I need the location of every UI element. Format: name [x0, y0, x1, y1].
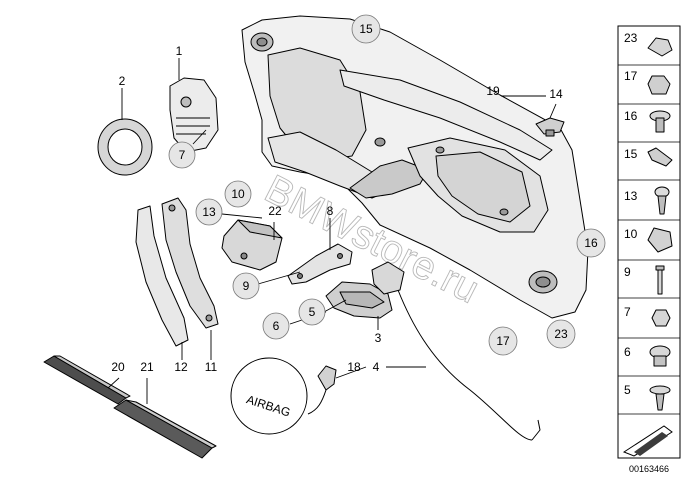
circled-callout-10: 10 — [224, 180, 252, 208]
rubber-pad-icon — [647, 37, 673, 57]
direction-arrow-icon — [622, 425, 673, 457]
screw-13-icon — [654, 186, 670, 215]
diagram-id: 00163466 — [629, 464, 669, 474]
door-trim-panel — [241, 15, 589, 319]
screw-5-icon — [649, 385, 671, 411]
callout-7: 7 — [179, 148, 186, 162]
callout-1: 1 — [176, 44, 183, 58]
circled-callout-17: 17 — [488, 326, 518, 356]
sill-strip-20 — [43, 355, 131, 405]
speaker-ring — [97, 118, 153, 176]
callout-11: 11 — [205, 360, 218, 374]
callout-3: 3 — [375, 331, 382, 345]
side-item-16-label: 16 — [624, 109, 638, 123]
spring-clip-icon — [647, 75, 671, 95]
side-item-17-label: 17 — [624, 69, 638, 83]
side-item-15-label: 15 — [624, 147, 638, 161]
speaker-grille — [169, 77, 219, 153]
side-item-10-label: 10 — [624, 227, 638, 241]
bolt-icon — [655, 265, 665, 295]
side-item-23-label: 23 — [624, 31, 638, 45]
callout-labels: 1 2 22 8 19 14 3 4 18 12 11 20 21 — [111, 44, 563, 374]
clamp-icon — [647, 147, 673, 167]
door-handle — [325, 261, 405, 319]
side-item-7-label: 7 — [624, 305, 631, 319]
clip-nut-icon — [647, 227, 673, 253]
circled-callout-7: 7 — [168, 141, 196, 169]
expanding-rivet-icon — [649, 110, 671, 133]
callout-17: 17 — [496, 334, 510, 348]
side-item-9-label: 9 — [624, 265, 631, 279]
callout-10: 10 — [231, 187, 245, 201]
callout-5: 5 — [309, 305, 316, 319]
airbag-label-disc: AIRBAG — [230, 357, 308, 435]
mounting-bracket-8 — [287, 243, 353, 285]
callout-18: 18 — [347, 360, 361, 374]
grommet-icon — [649, 345, 671, 367]
trim-strip-12 — [135, 205, 189, 347]
circled-callout-5: 5 — [298, 298, 326, 326]
callout-21: 21 — [140, 360, 154, 374]
airbag-connector — [307, 365, 337, 415]
callout-23: 23 — [554, 327, 568, 341]
callout-9: 9 — [243, 279, 250, 293]
side-item-6-label: 6 — [624, 345, 631, 359]
callout-19: 19 — [486, 84, 500, 98]
side-parts-panel: 23 17 16 15 13 10 9 7 6 5 — [617, 25, 681, 459]
side-item-5-label: 5 — [624, 383, 631, 397]
callout-2: 2 — [119, 74, 126, 88]
callout-22: 22 — [268, 204, 282, 218]
bowden-cable — [397, 289, 541, 441]
callout-13: 13 — [202, 205, 216, 219]
circled-callout-6: 6 — [262, 312, 290, 340]
circled-callouts: 15 7 10 13 9 5 6 16 — [168, 14, 606, 356]
sill-strip-21 — [113, 399, 217, 459]
callout-15: 15 — [359, 22, 373, 36]
bracket-box-22 — [221, 219, 283, 271]
clip-14 — [535, 117, 565, 137]
callout-12: 12 — [174, 360, 188, 374]
circled-callout-16: 16 — [576, 228, 606, 258]
circled-callout-15: 15 — [351, 14, 381, 44]
callout-20: 20 — [111, 360, 125, 374]
circled-callout-9: 9 — [232, 272, 260, 300]
side-item-13-label: 13 — [624, 189, 638, 203]
callout-16: 16 — [584, 236, 598, 250]
callout-14: 14 — [549, 87, 563, 101]
hex-nut-icon — [651, 309, 671, 327]
circled-callout-23: 23 — [546, 319, 576, 349]
callout-6: 6 — [273, 319, 280, 333]
trim-strip-11 — [161, 197, 219, 329]
callout-4: 4 — [373, 360, 380, 374]
callout-8: 8 — [327, 204, 334, 218]
circled-callout-13: 13 — [195, 198, 223, 226]
